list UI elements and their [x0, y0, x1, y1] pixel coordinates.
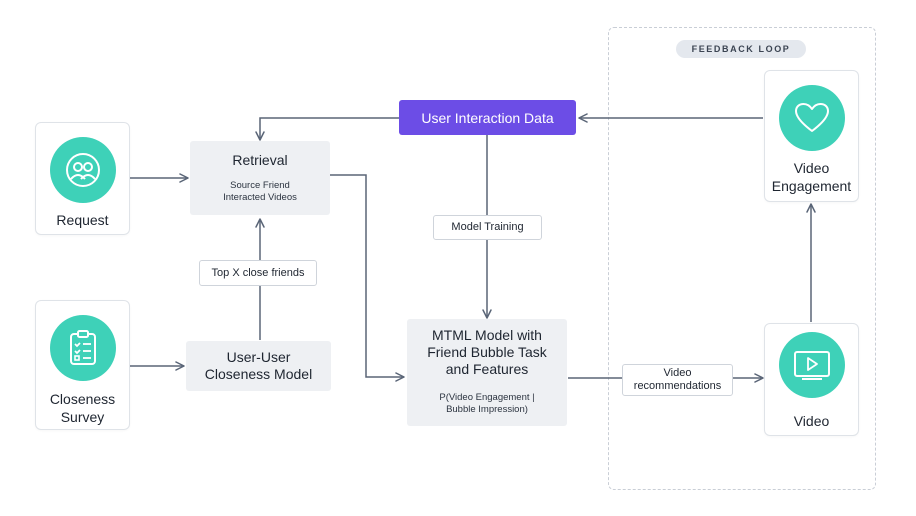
closeness-survey-card[interactable]: Closeness Survey — [35, 300, 130, 430]
users-icon — [50, 137, 116, 203]
arrow-interaction-to-retrieval — [255, 117, 399, 141]
video-engagement-label: Video Engagement — [771, 160, 852, 194]
closeness-model-title: User-User Closeness Model — [204, 349, 313, 382]
arrow-retrieval-to-mtml — [330, 174, 405, 382]
top-close-friends-label: Top X close friends — [199, 260, 317, 286]
video-label: Video — [793, 413, 830, 429]
video-card[interactable]: Video — [764, 323, 859, 436]
video-recommendations-label: Video recommendations — [622, 364, 733, 396]
video-play-icon — [779, 332, 845, 398]
feedback-loop-region — [608, 27, 876, 490]
closeness-survey-label: Closeness Survey — [49, 391, 116, 425]
retrieval-box[interactable]: Retrieval Source Friend Interacted Video… — [190, 141, 330, 215]
closeness-model-box[interactable]: User-User Closeness Model — [186, 341, 331, 391]
request-card[interactable]: Request — [35, 122, 130, 235]
video-engagement-card[interactable]: Video Engagement — [764, 70, 859, 202]
mtml-model-box[interactable]: MTML Model with Friend Bubble Task and F… — [407, 319, 567, 426]
request-label: Request — [56, 212, 109, 228]
mtml-model-subtitle: P(Video Engagement | Bubble Impression) — [439, 392, 535, 415]
retrieval-subtitle: Source Friend Interacted Videos — [223, 180, 297, 203]
mtml-model-title: MTML Model with Friend Bubble Task and F… — [427, 327, 547, 377]
feedback-loop-tag: FEEDBACK LOOP — [676, 40, 806, 58]
clipboard-checklist-icon — [50, 315, 116, 381]
model-training-label: Model Training — [433, 215, 542, 240]
heart-icon — [779, 85, 845, 151]
retrieval-title: Retrieval — [232, 152, 288, 168]
user-interaction-data-box[interactable]: User Interaction Data — [399, 100, 576, 135]
